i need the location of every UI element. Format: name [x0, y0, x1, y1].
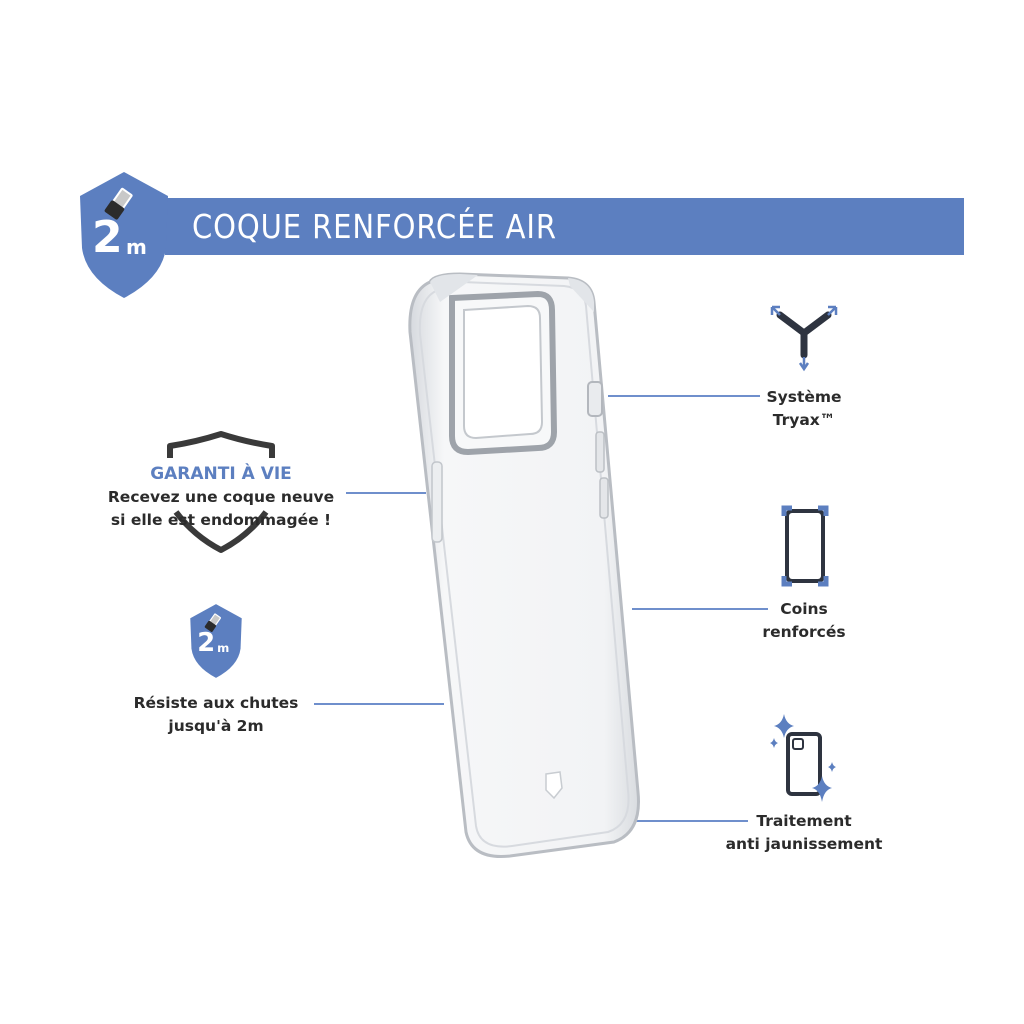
corners-feature: Coins renforcés: [704, 598, 904, 644]
tryax-line-2: Tryax™: [772, 411, 836, 429]
title-banner: COQUE RENFORCÉE AIR: [165, 198, 964, 255]
badge-unit: m: [126, 235, 147, 259]
sparkle-phone-icon: [770, 714, 836, 802]
corners-icon: [781, 505, 829, 587]
drop-shield-icon: 2 m: [80, 172, 168, 298]
tryax-line-1: Système: [766, 388, 842, 406]
antiyellow-feature: Traitement anti jaunissement: [704, 810, 904, 856]
small-badge-unit: m: [217, 641, 229, 655]
small-badge-number: 2: [197, 628, 215, 658]
phone-case-image: [408, 272, 640, 858]
warranty-shield-icon: [167, 431, 275, 553]
page-title: COQUE RENFORCÉE AIR: [192, 207, 557, 246]
antiyellow-leader-line: [606, 820, 748, 822]
drop-feature: Résiste aux chutes jusqu'à 2m: [116, 692, 316, 738]
corners-line-1: Coins: [780, 600, 828, 618]
corners-leader-line: [632, 608, 768, 610]
drop-shield-small-icon: 2 m: [190, 604, 242, 678]
warranty-line-1: Recevez une coque neuve: [107, 488, 335, 506]
tryax-leader-line: [608, 395, 760, 397]
tryax-icon: [770, 305, 838, 372]
warranty-feature: GARANTI À VIE Recevez une coque neuve si…: [96, 463, 346, 532]
antiyellow-line-2: anti jaunissement: [725, 835, 883, 853]
badge-number: 2: [92, 212, 123, 263]
warranty-line-2: si elle est endommagée !: [110, 511, 332, 529]
corners-line-2: renforcés: [762, 623, 846, 641]
antiyellow-line-1: Traitement: [756, 812, 852, 830]
drop-leader-line: [314, 703, 444, 705]
warranty-leader-line: [346, 492, 426, 494]
brand-logo-icon: [545, 771, 563, 800]
tryax-feature: Système Tryax™: [704, 386, 904, 432]
drop-line-1: Résiste aux chutes: [133, 694, 299, 712]
warranty-title: GARANTI À VIE: [150, 464, 292, 484]
drop-line-2: jusqu'à 2m: [168, 717, 264, 735]
